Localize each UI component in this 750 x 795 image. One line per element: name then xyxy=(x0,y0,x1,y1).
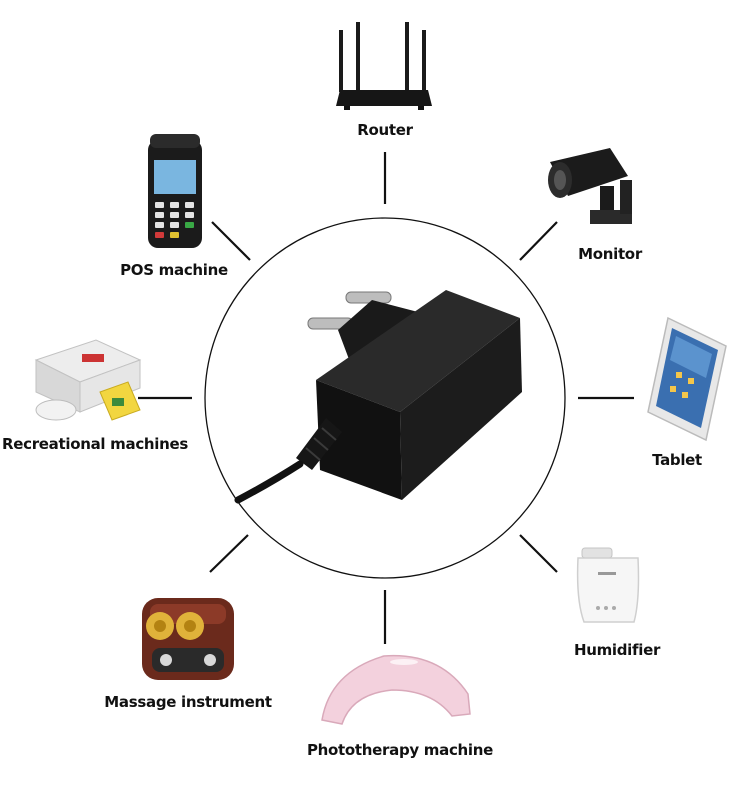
power-adapter-icon xyxy=(234,290,522,504)
security-camera-icon xyxy=(548,148,632,224)
router-icon xyxy=(336,22,432,110)
label-pos: POS machine xyxy=(120,261,228,279)
massager-icon xyxy=(142,598,234,680)
connector-monitor xyxy=(519,221,558,261)
humidifier-icon xyxy=(576,547,640,623)
tablet-icon xyxy=(647,316,727,442)
label-massage: Massage instrument xyxy=(104,693,272,711)
game-console-icon xyxy=(34,339,142,421)
label-router: Router xyxy=(357,121,413,139)
label-monitor: Monitor xyxy=(578,245,642,263)
connector-pos xyxy=(211,221,251,261)
connector-humidifier xyxy=(519,534,558,573)
pos-terminal-icon xyxy=(148,134,202,248)
label-tablet: Tablet xyxy=(652,451,702,469)
connector-massage xyxy=(209,534,249,573)
nail-lamp-icon xyxy=(321,654,471,725)
label-humidifier: Humidifier xyxy=(573,641,661,659)
label-recreational: Recreational machines xyxy=(1,435,189,453)
connector-lines xyxy=(138,152,634,644)
label-phototherapy: Phototherapy machine xyxy=(306,741,494,759)
